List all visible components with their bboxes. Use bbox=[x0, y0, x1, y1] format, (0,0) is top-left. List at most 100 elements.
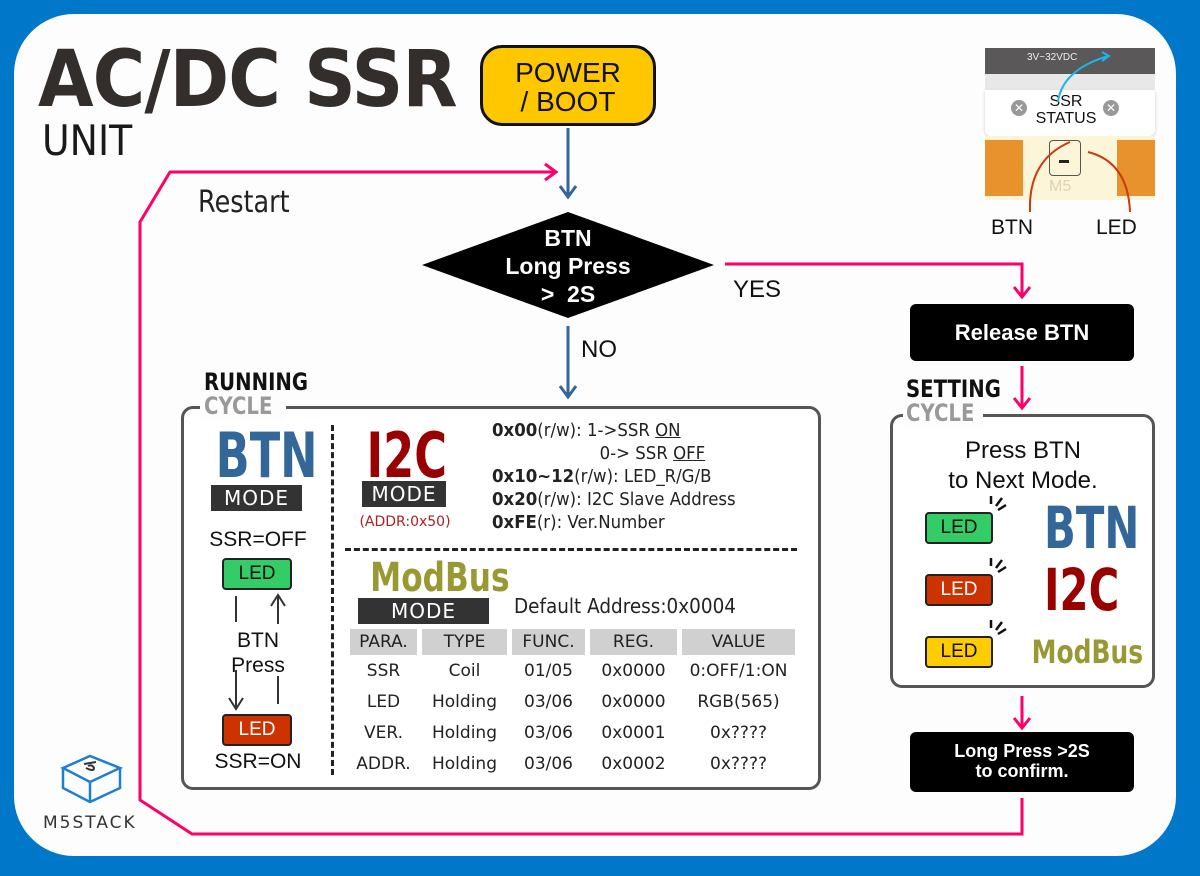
restart-label: Restart bbox=[198, 185, 290, 220]
i2c-mode-tag: MODE bbox=[362, 481, 446, 507]
cell: RGB(565) bbox=[697, 691, 780, 712]
blink-icon bbox=[989, 558, 1007, 574]
blink-icon bbox=[989, 496, 1007, 512]
vertical-divider bbox=[331, 425, 334, 775]
page-title: AC/DC SSR bbox=[38, 35, 458, 125]
release-to-setting-arrow bbox=[1012, 366, 1032, 411]
register-row: 0x00(r/w): 1->SSR ON bbox=[492, 420, 681, 441]
table-row: ADDR. Holding 03/06 0x0002 0x???? bbox=[350, 748, 795, 779]
confirm-line-1: Long Press >2S bbox=[954, 741, 1090, 761]
cell: Holding bbox=[432, 691, 497, 712]
i2c-register-list: 0x00(r/w): 1->SSR ON 0-> SSR OFF 0x10~12… bbox=[492, 419, 757, 534]
cell: 0x0002 bbox=[601, 753, 666, 774]
i2c-mode-title: I2C bbox=[366, 419, 447, 492]
btn-led-window bbox=[1049, 140, 1081, 176]
status-line-2: STATUS bbox=[1035, 110, 1097, 127]
running-cycle-title: RUNNING CYCLE bbox=[204, 370, 308, 418]
cell: 0x0000 bbox=[601, 691, 666, 712]
cell: 0x???? bbox=[710, 753, 767, 774]
cell: ADDR. bbox=[356, 753, 411, 774]
setting-title-line-1: SETTING bbox=[906, 375, 1001, 403]
led-indicator bbox=[1059, 160, 1069, 163]
cell: 0:OFF/1:ON bbox=[689, 660, 788, 681]
cell: SSR bbox=[366, 660, 401, 681]
led-blink-icons bbox=[989, 496, 1007, 636]
setting-mode-modbus: ModBus bbox=[1031, 633, 1144, 671]
cell: Coil bbox=[448, 660, 481, 681]
cell: Holding bbox=[432, 722, 497, 743]
m5stack-logo-icon bbox=[60, 754, 124, 804]
connector-left bbox=[985, 140, 1023, 196]
decision-diamond bbox=[422, 212, 714, 318]
modbus-mode-tag: MODE bbox=[358, 598, 489, 624]
instruction-line-1: Press BTN bbox=[964, 437, 1081, 464]
release-btn-node: Release BTN bbox=[910, 304, 1134, 361]
btn-press-label: BTN Press bbox=[200, 628, 316, 678]
yes-label: YES bbox=[733, 276, 782, 303]
no-arrow bbox=[558, 326, 578, 400]
ssr-off-label: SSR=OFF bbox=[209, 528, 307, 551]
led-callout-label: LED bbox=[1096, 216, 1137, 239]
decision-line-1: BTN bbox=[544, 225, 592, 251]
status-line-1: SSR bbox=[1049, 93, 1083, 110]
brand-name: M5STACK bbox=[43, 813, 137, 833]
table-header-row: PARA. TYPE FUNC. REG. VALUE bbox=[350, 629, 795, 655]
cell: VER. bbox=[364, 722, 403, 743]
cell: 03/06 bbox=[524, 691, 573, 712]
register-row: 0xFE(r): Ver.Number bbox=[492, 512, 665, 533]
panel-label-bg bbox=[200, 396, 286, 420]
device-illustration: 3V~32VDC ✕ ✕ SSR STATUS M5 bbox=[985, 48, 1155, 208]
table-row: SSR Coil 01/05 0x0000 0:OFF/1:ON bbox=[350, 655, 795, 686]
up-arrow bbox=[270, 593, 286, 704]
cell: 03/06 bbox=[524, 722, 573, 743]
boot-label: / BOOT bbox=[520, 86, 616, 117]
decision-line-3: > 2S bbox=[540, 281, 596, 307]
down-arrow bbox=[228, 596, 244, 711]
decision-text: BTN Long Press > 2S bbox=[478, 224, 658, 308]
setting-instruction: Press BTN to Next Mode. bbox=[893, 436, 1153, 496]
no-label: NO bbox=[581, 336, 617, 363]
setting-cycle-title: SETTING CYCLE bbox=[906, 377, 1001, 425]
led-arrow bbox=[1087, 151, 1131, 213]
modbus-mode-title: ModBus bbox=[370, 555, 510, 601]
device-callouts bbox=[1028, 51, 1131, 213]
cell: Holding bbox=[432, 753, 497, 774]
connector-right bbox=[1117, 140, 1155, 196]
press-line-1: BTN bbox=[237, 629, 279, 652]
cell: 0x0000 bbox=[601, 660, 666, 681]
screw-icon-right: ✕ bbox=[1103, 100, 1119, 116]
btn-arrow bbox=[1028, 141, 1071, 213]
col-value: VALUE bbox=[682, 629, 795, 655]
col-func: FUNC. bbox=[512, 629, 585, 655]
setting-mode-i2c: I2C bbox=[1044, 556, 1120, 624]
voltage-label: 3V~32VDC bbox=[1027, 52, 1078, 63]
setting-led-red: LED bbox=[925, 574, 993, 606]
setting-title-line-2: CYCLE bbox=[906, 399, 975, 427]
setting-led-green: LED bbox=[925, 512, 993, 544]
instruction-line-2: to Next Mode. bbox=[948, 467, 1098, 494]
blink-icon bbox=[989, 620, 1007, 636]
btn-callout-label: BTN bbox=[991, 216, 1033, 239]
table-row: VER. Holding 03/06 0x0001 0x???? bbox=[350, 717, 795, 748]
confirm-line-2: to confirm. bbox=[975, 761, 1069, 781]
m5-logo-text: M5 bbox=[1049, 178, 1072, 195]
led-green-indicator: LED bbox=[222, 558, 292, 590]
modbus-default-address: Default Address:0x0004 bbox=[514, 594, 736, 618]
btn-press-arrows bbox=[228, 593, 286, 711]
led-red-indicator: LED bbox=[222, 714, 292, 746]
cell: 0x0001 bbox=[601, 722, 666, 743]
device-terminal bbox=[985, 48, 1155, 74]
cell: 0x???? bbox=[710, 722, 767, 743]
register-row: 0-> SSR OFF bbox=[599, 443, 706, 464]
i2c-address: (ADDR:0x50) bbox=[359, 514, 451, 530]
press-line-2: Press bbox=[231, 654, 285, 677]
btn-mode-title: BTN bbox=[215, 419, 318, 492]
restart-loop bbox=[138, 162, 1024, 836]
setting-mode-btn: BTN bbox=[1044, 494, 1140, 562]
running-title-line-1: RUNNING bbox=[204, 368, 309, 396]
power-boot-node: POWER / BOOT bbox=[480, 45, 656, 126]
screw-icon-left: ✕ bbox=[1011, 100, 1027, 116]
ssr-status-label: SSR STATUS bbox=[1030, 93, 1102, 127]
cell: 03/06 bbox=[524, 753, 573, 774]
col-type: TYPE bbox=[422, 629, 507, 655]
